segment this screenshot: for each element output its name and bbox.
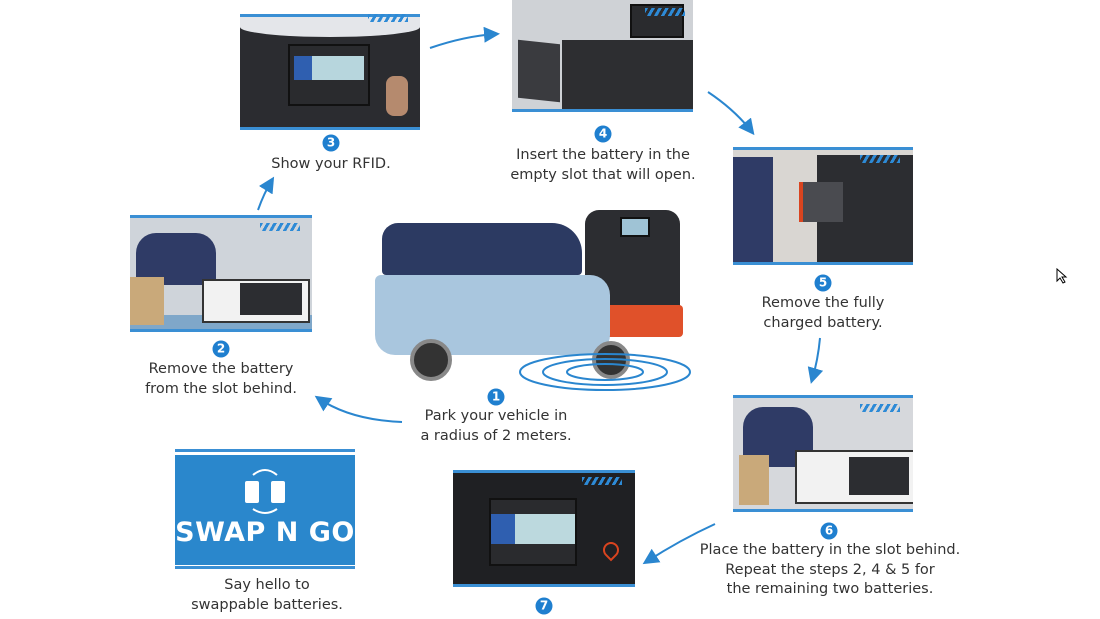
arrow-4-to-5 — [707, 91, 755, 136]
step-7-photo — [453, 470, 635, 587]
arrow-3-to-4 — [429, 26, 500, 49]
tap-here-icon — [599, 538, 623, 562]
rfid-card-hand — [386, 76, 408, 116]
arrow-5-to-6 — [807, 337, 824, 384]
step-3-number: 3 — [322, 134, 340, 152]
step-6-photo — [733, 395, 913, 512]
arrow-1-to-2 — [314, 395, 403, 423]
step-2-number: 2 — [212, 340, 230, 358]
mouse-cursor-icon — [1056, 268, 1068, 284]
step-4-photo — [512, 0, 693, 112]
step-3-caption: Show your RFID. — [271, 156, 391, 172]
step-7-number: 7 — [535, 597, 553, 615]
radius-rings-icon — [519, 353, 691, 391]
step-1-vehicle-and-station-illustration — [370, 205, 700, 395]
arrow-2-to-3 — [257, 176, 275, 211]
swap-n-go-logo: SWAP N GO — [175, 455, 355, 565]
auto-rickshaw — [382, 223, 582, 275]
step-2-photo — [130, 215, 312, 332]
step-5-number: 5 — [814, 274, 832, 292]
step-3-photo — [240, 14, 420, 130]
step-6-caption: Place the battery in the slot behind.Rep… — [699, 542, 961, 597]
step-4-number: 4 — [594, 125, 612, 143]
battery-swap-icon — [245, 469, 285, 514]
logo-text: SWAP N GO — [175, 517, 355, 548]
step-5-photo — [733, 147, 913, 265]
step-1-number: 1 — [487, 388, 505, 406]
arrow-6-to-7 — [642, 523, 716, 565]
step-6-number: 6 — [820, 522, 838, 540]
